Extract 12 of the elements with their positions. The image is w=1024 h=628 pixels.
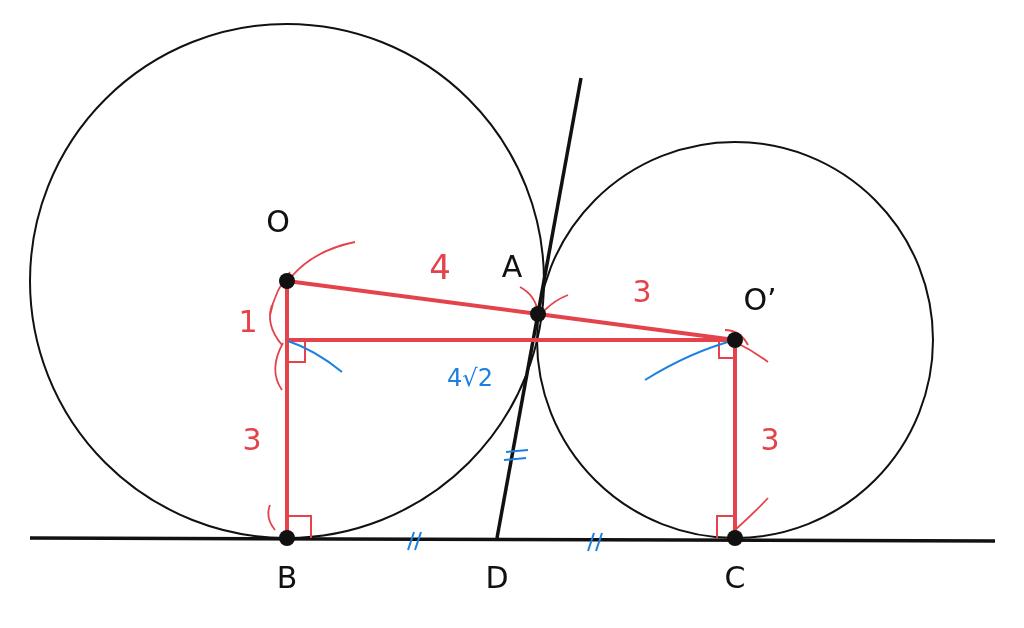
- point-label: B: [276, 563, 298, 593]
- point-label: O: [266, 207, 290, 237]
- length-label: 4: [429, 250, 451, 284]
- point-label: A: [501, 252, 523, 282]
- point-label: C: [724, 563, 746, 593]
- point-label: D: [485, 563, 509, 593]
- point-label: O’: [743, 285, 777, 315]
- length-label: 1: [238, 307, 258, 337]
- length-label: 3: [242, 425, 262, 455]
- length-label: 3: [632, 277, 652, 307]
- length-label: 3: [760, 425, 780, 455]
- length-label: 4√2: [447, 366, 493, 390]
